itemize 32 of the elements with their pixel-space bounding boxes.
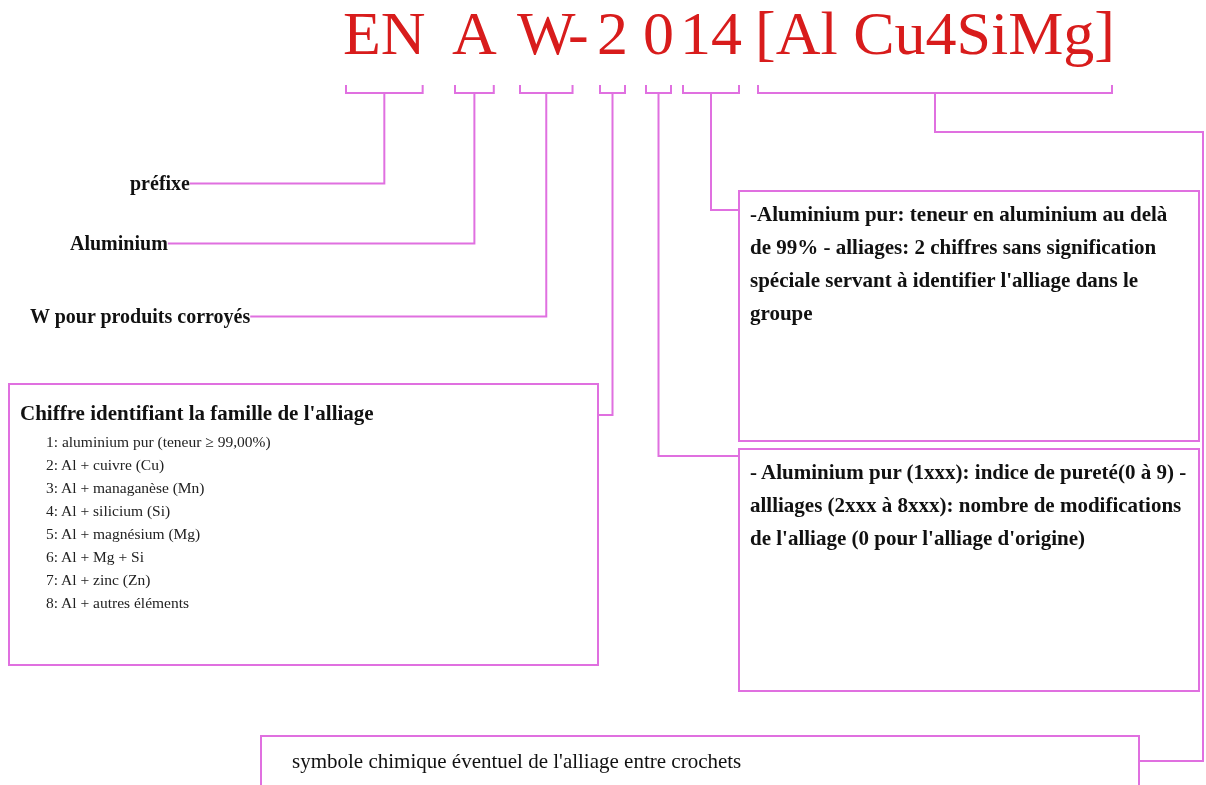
callout-text: symbole chimique éventuel de l'alliage entre crochets <box>292 749 743 773</box>
designation-part: 14 <box>680 0 742 94</box>
list-item: 2: Al + cuivre (Cu) <box>46 455 166 475</box>
annotation-text: Aluminium <box>70 232 168 255</box>
leader-line <box>598 93 614 416</box>
callout-box <box>8 383 599 666</box>
list-item: 5: Al + magnésium (Mg) <box>46 524 202 544</box>
list-item: 7: Al + zinc (Zn) <box>46 570 152 590</box>
callout-box <box>738 448 1200 692</box>
callout-text: - Aluminium pur (1xxx): indice de pureté(0 à 9) - allliages (2xxx à 8xxx): nombre de modifications de l'alliage (0 pour l'alliage d'origine) <box>750 459 1188 552</box>
leader-line <box>166 93 476 245</box>
designation-part: 0 <box>643 0 674 94</box>
box-heading: Chiffre identifiant la famille de l'alliage <box>20 401 375 426</box>
leader-line <box>657 93 739 457</box>
list-item: 6: Al + Mg + Si <box>46 547 146 567</box>
designation-part: [Al Cu4SiMg] <box>755 0 1115 94</box>
designation-part: 2 <box>597 0 628 94</box>
list-item: 3: Al + managanèse (Mn) <box>46 478 206 498</box>
leader-line <box>249 93 548 318</box>
annotation-text: préfixe <box>130 172 190 195</box>
callout-box <box>738 190 1200 442</box>
callout-text: -Aluminium pur: teneur en aluminium au delà de 99% - alliages: 2 chiffres sans signification spéciale servant à identifier l'alliage dans le groupe <box>750 201 1169 327</box>
annotation-text: W pour produits corroyés <box>30 305 251 328</box>
leader-line <box>189 93 386 185</box>
leader-line <box>934 93 1204 762</box>
list-item: 4: Al + silicium (Si) <box>46 501 172 521</box>
list-item: 1: aluminium pur (teneur ≥ 99,00%) <box>46 432 272 452</box>
leader-line <box>710 93 739 211</box>
designation-part: A <box>452 0 497 94</box>
designation-part: EN <box>343 0 426 94</box>
callout-box <box>260 735 1140 785</box>
list-item: 8: Al + autres éléments <box>46 593 191 613</box>
